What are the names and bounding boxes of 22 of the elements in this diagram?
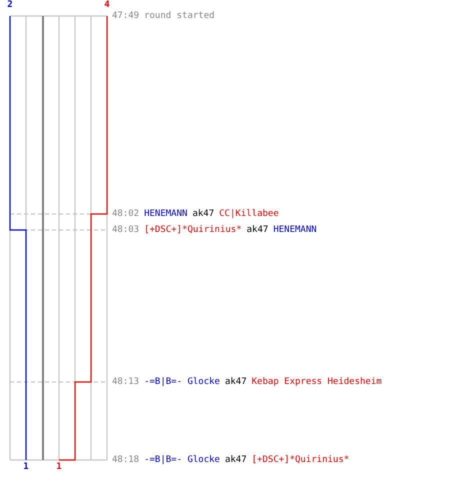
killer-name: -=B|B=- Glocke [144,376,220,388]
weapon-name: ak47 [192,208,214,220]
weapon-name: ak47 [224,454,247,466]
player-count: 1 [55,462,63,472]
killer-name: -=B|B=- Glocke [144,454,220,466]
victim-name: Kebap Express Heidesheim [252,376,382,388]
killer-name: HENEMANN [144,208,188,220]
player-count: 1 [22,462,30,472]
timestamp: 48:18 [112,454,140,466]
timestamp: 48:03 [112,224,140,236]
player-count: 2 [6,0,14,10]
timestamp: 48:13 [112,376,140,388]
weapon-name: ak47 [246,224,268,236]
victim-name: HENEMANN [273,224,317,236]
weapon-name: ak47 [224,376,247,388]
event-text: round started [144,10,215,22]
killer-name: [+DSC+]*Quirinius* [144,224,242,236]
timestamp: 48:02 [112,208,140,220]
victim-name: CC|Killabee [219,208,279,220]
player-count: 4 [103,0,111,10]
timestamp: 47:49 [112,10,140,22]
victim-name: [+DSC+]*Quirinius* [252,454,350,466]
